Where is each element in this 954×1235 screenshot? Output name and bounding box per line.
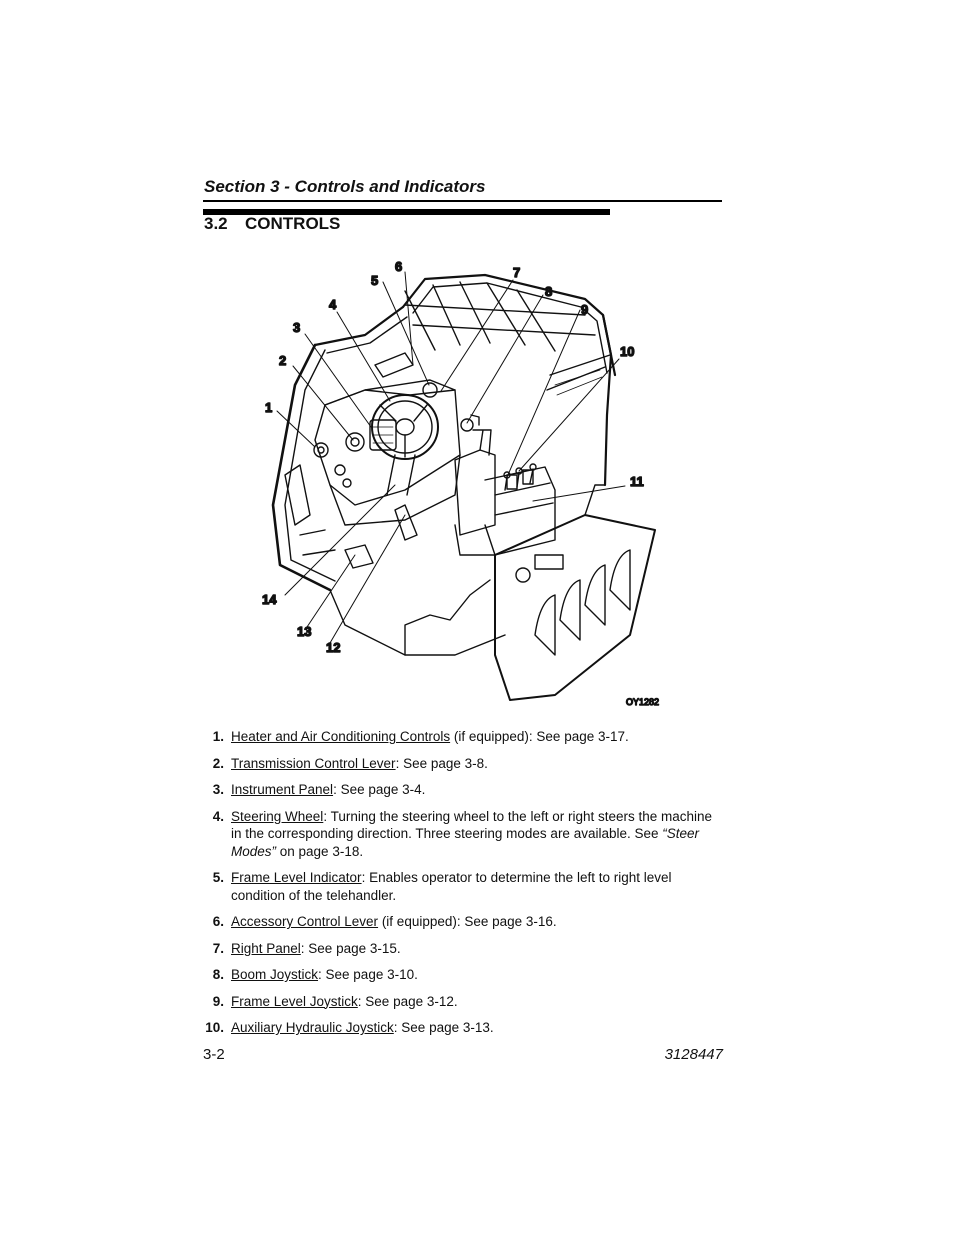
callout-7: 7 (513, 265, 520, 280)
list-item: 3. Instrument Panel: See page 3-4. (203, 781, 723, 799)
section-heading: 3.2 CONTROLS (204, 214, 340, 234)
item-term: Frame Level Joystick (231, 993, 358, 1009)
item-text-end: on page 3-18. (276, 843, 364, 859)
callout-2: 2 (279, 353, 286, 368)
callout-1: 1 (265, 400, 272, 415)
callout-9: 9 (581, 302, 588, 317)
item-reference: “Steer Modes” (231, 826, 700, 859)
item-number: 7. (212, 940, 224, 956)
cab-controls-figure: 1 2 3 4 5 6 7 8 9 10 11 12 13 14 OY1282 (255, 255, 675, 715)
item-term: Auxiliary Hydraulic Joystick (231, 1020, 394, 1035)
item-number: 10. (205, 1020, 224, 1035)
item-text: (if equipped): See page 3-16. (378, 914, 557, 929)
callout-5: 5 (371, 273, 378, 288)
item-term: Accessory Control Lever (231, 914, 379, 929)
list-item: 8. Boom Joystick: See page 3-10. (203, 966, 723, 984)
page-number: 3-2 (203, 1046, 225, 1063)
callout-8: 8 (545, 284, 552, 299)
document-number: 3128447 (664, 1046, 723, 1063)
callout-10: 10 (620, 344, 634, 359)
list-item: 1. Heater and Air Conditioning Controls (… (203, 728, 723, 746)
list-item: 4. Steering Wheel: Turning the steering w… (203, 808, 723, 861)
list-item: 5. Frame Level Indicator: Enables operato… (203, 869, 723, 904)
item-term: Instrument Panel (231, 782, 334, 797)
callout-11: 11 (630, 474, 644, 489)
item-number: 3. (212, 782, 224, 797)
item-term: Boom Joystick (231, 967, 319, 982)
list-item: 6. Accessory Control Lever (if equipped):… (203, 913, 723, 931)
heading-title: CONTROLS (245, 214, 341, 233)
cab-illustration: 1 2 3 4 5 6 7 8 9 10 11 12 13 14 OY1282 (261, 258, 659, 707)
item-text: : See page 3-13. (393, 1020, 494, 1035)
figure-code: OY1282 (626, 697, 659, 707)
heading-number: 3.2 (204, 214, 228, 233)
section-header: Section 3 - Controls and Indicators (204, 177, 486, 196)
item-number: 2. (212, 755, 224, 771)
callout-14: 14 (262, 592, 277, 607)
list-item: 7. Right Panel: See page 3-15. (203, 940, 723, 958)
item-number: 5. (212, 870, 224, 885)
item-term: Transmission Control Lever (231, 755, 396, 771)
item-text: : See page 3-4. (333, 782, 426, 797)
item-number: 1. (212, 729, 224, 744)
item-text: (if equipped): See page 3-17. (450, 729, 629, 744)
item-text: : Turning the steering wheel to the left… (231, 808, 713, 842)
header-rule-thin (203, 200, 722, 202)
item-term: Frame Level Indicator (231, 870, 362, 885)
item-number: 4. (212, 808, 224, 824)
item-text: : Enables operator to determine the left… (231, 870, 672, 903)
callout-13: 13 (297, 624, 311, 639)
item-number: 8. (212, 967, 224, 982)
callout-12: 12 (326, 640, 340, 655)
item-text: : See page 3-12. (357, 993, 458, 1009)
controls-list: 1. Heater and Air Conditioning Controls (… (203, 728, 723, 1046)
item-number: 9. (212, 993, 224, 1009)
item-text: : See page 3-15. (300, 940, 401, 956)
list-item: 9. Frame Level Joystick: See page 3-12. (203, 993, 723, 1011)
callout-6: 6 (395, 259, 402, 274)
list-item: 10. Auxiliary Hydraulic Joystick: See pag… (203, 1019, 723, 1037)
item-number: 6. (212, 914, 224, 929)
item-term: Right Panel (231, 940, 301, 956)
header-rule-thick (203, 209, 610, 215)
item-term: Steering Wheel (231, 808, 324, 824)
item-text: : See page 3-10. (318, 967, 418, 982)
list-item: 2. Transmission Control Lever: See page 3… (203, 755, 723, 773)
callout-4: 4 (329, 297, 337, 312)
callout-3: 3 (293, 320, 300, 335)
item-term: Heater and Air Conditioning Controls (231, 729, 451, 744)
item-text: : See page 3-8. (395, 755, 488, 771)
